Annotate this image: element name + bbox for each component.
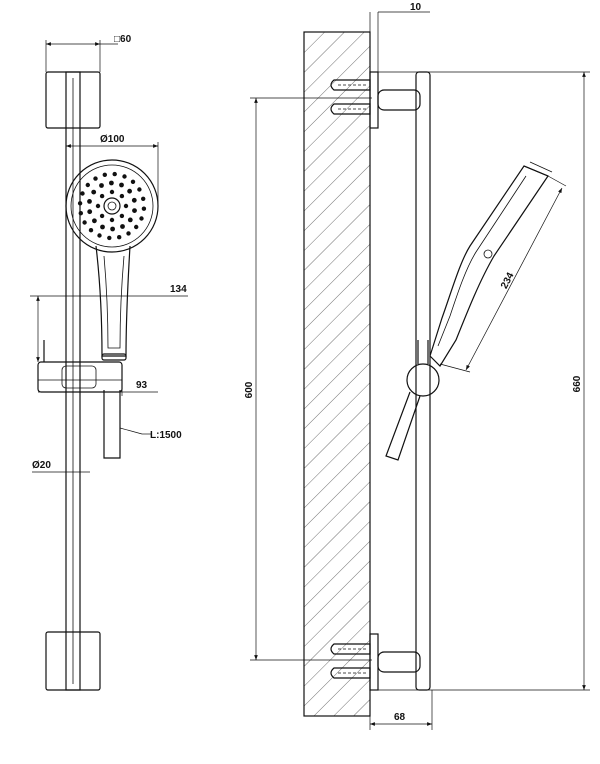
nozzle-dot <box>137 187 142 192</box>
dim-head-diameter: Ø100 <box>65 134 159 206</box>
nozzle-dot <box>109 180 114 186</box>
label-hose-length: L:1500 <box>150 430 182 441</box>
label-head-diameter: Ø100 <box>100 134 125 145</box>
dim-bracket-square: □60 <box>45 34 132 72</box>
label-head-height: 134 <box>170 284 187 295</box>
nozzle-dot <box>99 213 105 219</box>
nozzle-dot <box>109 217 115 223</box>
nozzle-dot <box>139 216 144 221</box>
nozzle-dot <box>141 196 146 201</box>
nozzle-dot <box>87 209 93 215</box>
nozzle-dot <box>126 231 131 236</box>
nozzle-dot <box>117 235 122 240</box>
nozzle-dot <box>99 193 105 199</box>
nozzle-dot <box>132 208 137 214</box>
nozzle-dot <box>95 203 101 209</box>
label-bracket-square: □60 <box>114 34 132 45</box>
dim-wall-offset: 10 <box>369 2 430 72</box>
nozzle-dot <box>119 182 124 188</box>
nozzle-dot <box>99 183 104 188</box>
slide-rail-side <box>415 71 431 691</box>
nozzle-dot <box>82 220 87 225</box>
hose <box>103 390 121 459</box>
nozzle-dot <box>141 206 147 211</box>
dim-head-height: 134 <box>30 284 188 362</box>
handshower-head <box>65 159 159 361</box>
wall-section <box>303 31 371 717</box>
label-projection: 68 <box>394 712 406 723</box>
nozzle-dot <box>92 218 97 224</box>
handshower-side <box>429 161 553 367</box>
nozzle-dot <box>131 197 137 203</box>
side-view: 10 600 660 234 68 <box>244 2 590 730</box>
nozzle-dot <box>123 203 129 209</box>
nozzle-dot <box>127 217 133 223</box>
dim-holder-depth: 93 <box>38 380 158 396</box>
label-wall-offset: 10 <box>410 2 422 13</box>
label-handshower-length: 234 <box>499 270 517 290</box>
nozzle-dot <box>97 233 102 238</box>
dim-bracket-spacing: 600 <box>244 97 372 661</box>
nozzle-dot <box>88 228 94 233</box>
nozzle-dot <box>102 172 108 177</box>
label-rail-height: 660 <box>572 375 583 392</box>
nozzle-dot <box>80 191 85 196</box>
nozzle-dot <box>110 226 115 232</box>
nozzle-dot <box>109 189 115 195</box>
nozzle-dot <box>100 224 105 230</box>
nozzle-dot <box>122 174 127 179</box>
bottom-anchors <box>330 643 371 679</box>
nozzle-dot <box>107 235 112 241</box>
nozzle-dot <box>134 224 139 230</box>
dim-hose-length: L:1500 <box>119 427 182 441</box>
nozzle-dot <box>87 199 92 204</box>
nozzle-dot <box>130 179 136 184</box>
nozzle-dot <box>112 171 117 177</box>
nozzle-dot <box>78 211 84 216</box>
nozzle-dot <box>91 189 97 195</box>
nozzle-dot <box>85 182 91 188</box>
top-wall-plate <box>369 71 379 129</box>
nozzle-dot <box>93 176 98 181</box>
nozzle-dot <box>119 213 125 219</box>
label-rail-diameter: Ø20 <box>32 460 51 471</box>
dim-rail-height: 660 <box>378 71 590 691</box>
holder-knob <box>406 363 440 397</box>
nozzle-dot <box>119 193 125 199</box>
nozzle-dot <box>127 188 132 194</box>
dim-handshower-length: 234 <box>439 175 567 373</box>
front-view: □60 Ø100 134 93 L:1500 <box>30 34 188 691</box>
nozzle-dot <box>120 224 125 229</box>
nozzle-dot <box>77 201 83 206</box>
label-bracket-spacing: 600 <box>244 381 255 398</box>
top-anchors <box>330 79 371 115</box>
slide-rail <box>65 71 81 691</box>
label-holder-depth: 93 <box>136 380 148 391</box>
bottom-wall-plate <box>369 633 379 691</box>
dim-projection: 68 <box>369 690 433 730</box>
dim-rail-diameter: Ø20 <box>32 460 90 478</box>
